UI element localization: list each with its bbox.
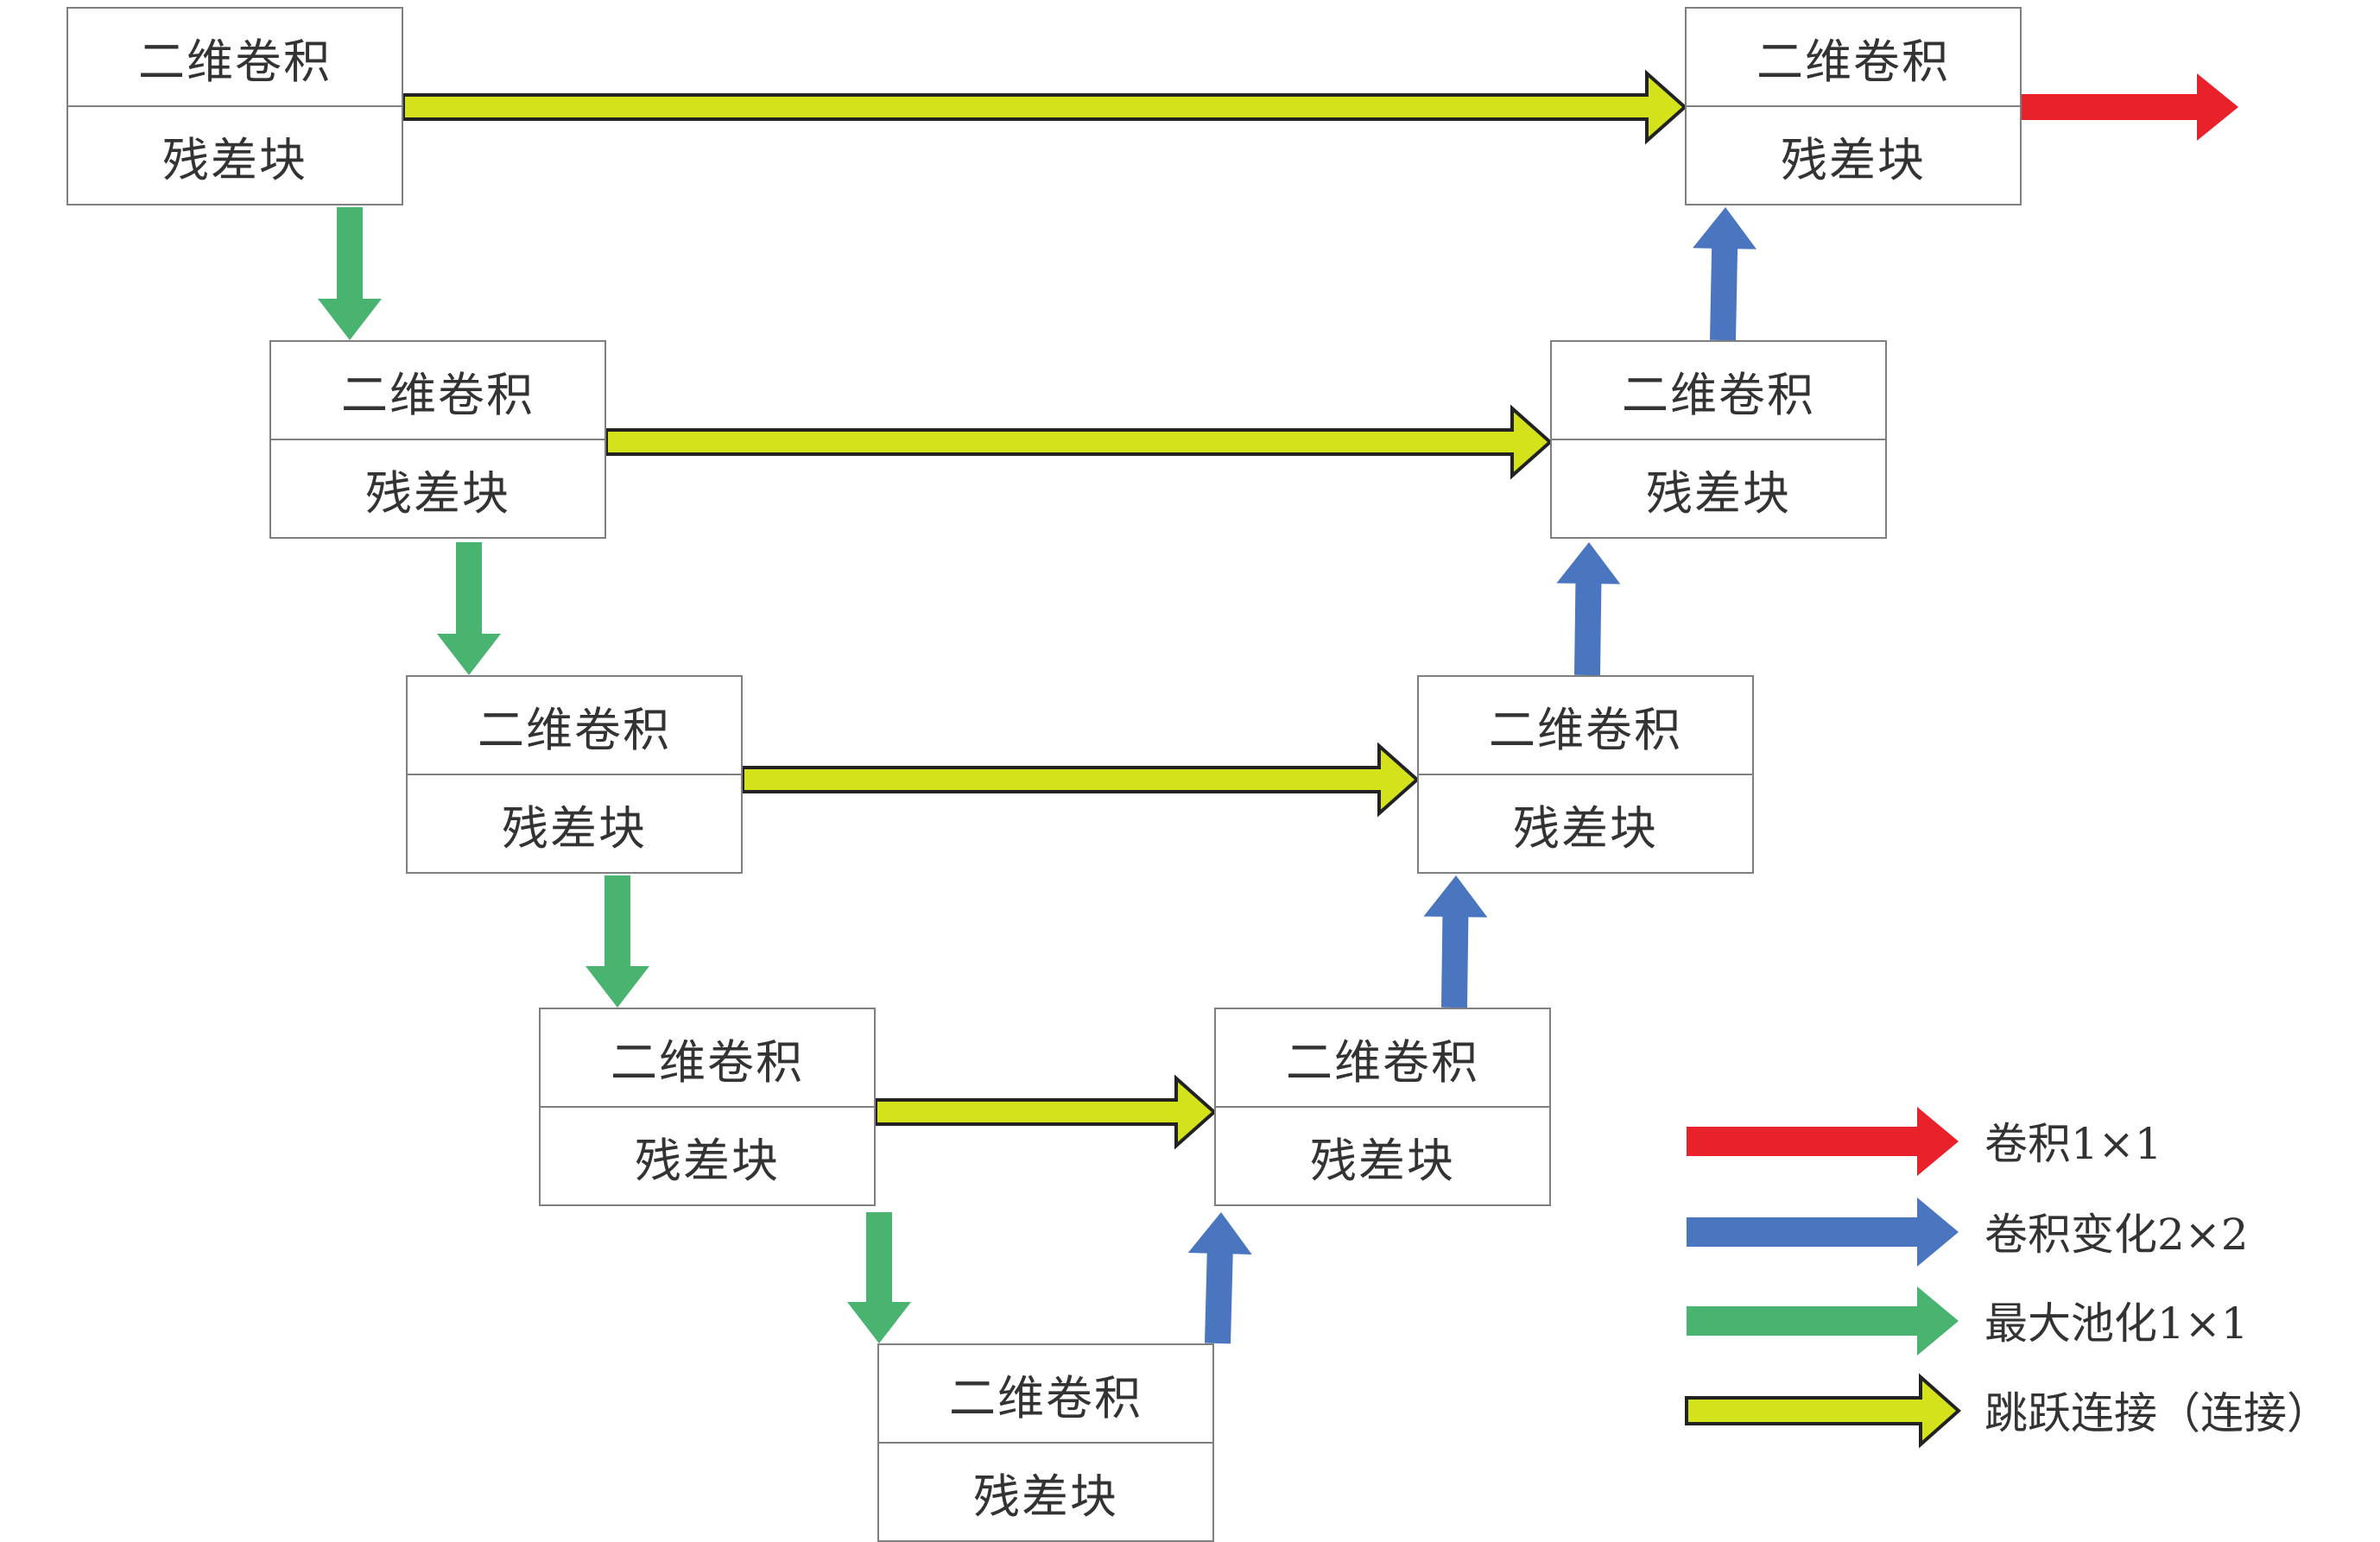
residual-block-label: 残差块 <box>1513 800 1658 856</box>
decoder-block-2: 二维卷积 残差块 <box>1550 340 1887 539</box>
conv2d-label: 二维卷积 <box>271 342 604 440</box>
maxpool-arrow-3 <box>586 875 649 1008</box>
conv2d-label: 二维卷积 <box>1216 1009 1549 1108</box>
skip-connection-arrow-4 <box>874 1074 1218 1150</box>
legend-label-conv1x1: 卷积1×1 <box>1984 1119 2162 1169</box>
conv2d-label: 二维卷积 <box>68 9 402 107</box>
decoder-block-3: 二维卷积 残差块 <box>1417 675 1754 874</box>
upconv-arrow-4 <box>1693 207 1757 341</box>
legend-maxpool-arrow <box>1687 1286 1959 1356</box>
legend-label-maxpool: 最大池化1×1 <box>1984 1299 2249 1349</box>
maxpool-arrow-2 <box>437 542 501 675</box>
conv2d-label: 二维卷积 <box>1419 677 1752 775</box>
residual-block-label: 残差块 <box>635 1133 780 1188</box>
legend-skip-arrow <box>1685 1373 1962 1449</box>
conv1x1-output-arrow <box>2022 73 2238 141</box>
skip-connection-arrow-3 <box>741 742 1421 818</box>
conv2d-label: 二维卷积 <box>541 1009 874 1108</box>
legend-label-skip: 跳跃连接（连接） <box>1984 1388 2330 1438</box>
legend-conv1x1-arrow <box>1687 1107 1959 1176</box>
residual-block-label: 残差块 <box>162 132 307 187</box>
upconv-arrow-3 <box>1556 542 1621 676</box>
conv2d-label: 二维卷积 <box>408 677 741 775</box>
conv2d-label: 二维卷积 <box>1552 342 1885 440</box>
encoder-block-2: 二维卷积 残差块 <box>269 340 606 539</box>
skip-connection-arrow-1 <box>402 69 1688 145</box>
encoder-block-4: 二维卷积 残差块 <box>539 1008 876 1206</box>
residual-block-label: 残差块 <box>365 465 510 521</box>
legend-upconv-arrow <box>1687 1198 1959 1267</box>
upconv-arrow-2 <box>1423 875 1488 1008</box>
residual-block-label: 残差块 <box>1781 132 1926 187</box>
encoder-block-3: 二维卷积 残差块 <box>406 675 743 874</box>
conv2d-label: 二维卷积 <box>879 1345 1212 1444</box>
residual-block-label: 残差块 <box>1646 465 1791 521</box>
maxpool-arrow-4 <box>847 1212 911 1343</box>
skip-connection-arrow-2 <box>604 404 1554 480</box>
maxpool-arrow-1 <box>318 207 382 340</box>
legend-label-upconv: 卷积变化2×2 <box>1984 1210 2249 1260</box>
residual-block-label: 残差块 <box>973 1469 1118 1524</box>
decoder-block-4: 二维卷积 残差块 <box>1214 1008 1551 1206</box>
residual-block-label: 残差块 <box>502 800 647 856</box>
encoder-block-1: 二维卷积 残差块 <box>66 7 403 205</box>
decoder-block-1: 二维卷积 残差块 <box>1685 7 2022 205</box>
residual-block-label: 残差块 <box>1310 1133 1455 1188</box>
conv2d-label: 二维卷积 <box>1687 9 2020 107</box>
upconv-arrow-1 <box>1187 1212 1252 1344</box>
bottleneck-block: 二维卷积 残差块 <box>877 1343 1214 1542</box>
